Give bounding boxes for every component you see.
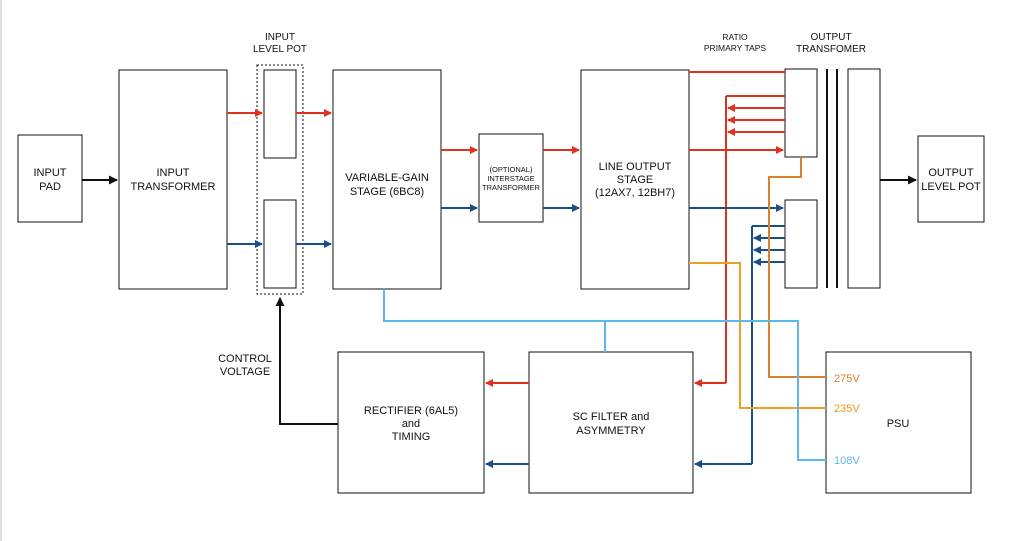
control-voltage-arrow: [275, 297, 338, 425]
rectifier-label-2: and: [402, 418, 420, 430]
psu-block: PSU 275V 235V 108V: [825, 351, 972, 494]
output-level-pot-block: OUTPUT LEVEL POT: [917, 135, 985, 223]
rectifier-label-3: TIMING: [392, 431, 431, 443]
variable-gain-label-2: STAGE (6BC8): [350, 186, 424, 198]
interstage-label-2: INTERSTAGE: [487, 174, 534, 183]
sc-filter-label-1: SC FILTER and: [573, 411, 650, 423]
ratio-taps-header-1: RATIO: [722, 32, 748, 42]
output-transformer-header-2: TRANSFOMER: [796, 44, 866, 55]
black-signal-wires: [82, 175, 917, 425]
input-level-pot-header-1: INPUT: [265, 32, 295, 43]
input-level-pot-header-2: LEVEL POT: [253, 44, 307, 55]
variable-gain-label-1: VARIABLE-GAIN: [345, 172, 429, 184]
sc-filter-label-2: ASYMMETRY: [576, 425, 646, 437]
line-output-label-3: (12AX7, 12BH7): [595, 187, 675, 199]
output-transformer-header-1: OUTPUT: [810, 32, 851, 43]
interstage-transformer-block: (OPTIONAL) INTERSTAGE TRANSFORMER: [478, 133, 544, 223]
input-pad-label-2: PAD: [39, 181, 61, 193]
control-voltage-label: CONTROL VOLTAGE: [218, 353, 272, 378]
supply-275v-wire: [768, 157, 826, 378]
ratio-taps-header-2: PRIMARY TAPS: [704, 43, 767, 53]
rectifier-label-1: RECTIFIER (6AL5): [364, 405, 458, 417]
output-level-pot-label-2: LEVEL POT: [921, 181, 981, 193]
output-transformer-secondary: [847, 68, 881, 289]
rectifier-timing-block: RECTIFIER (6AL5) and TIMING: [337, 351, 485, 494]
input-transformer-label-1: INPUT: [157, 167, 190, 179]
input-level-pot-lower: [263, 199, 297, 289]
input-pad-block: INPUT PAD: [17, 134, 83, 223]
output-transformer-lower-primary: [784, 199, 818, 289]
input-transformer-label-2: TRANSFORMER: [131, 181, 216, 193]
interstage-label-1: (OPTIONAL): [490, 165, 533, 174]
input-level-pot-group: INPUT LEVEL POT: [253, 32, 307, 295]
blue-signal-wires: [227, 204, 785, 468]
input-transformer-block: INPUT TRANSFORMER: [118, 69, 228, 290]
line-output-label-2: STAGE: [617, 174, 653, 186]
line-output-label-1: LINE OUTPUT: [599, 161, 672, 173]
control-voltage-label-2: VOLTAGE: [220, 366, 270, 378]
voltage-275-label: 275V: [834, 373, 860, 385]
control-voltage-label-1: CONTROL: [218, 353, 272, 365]
voltage-108-label: 108V: [834, 455, 860, 467]
supply-235v-wire: [689, 262, 826, 409]
red-signal-wires: [227, 71, 785, 387]
psu-label: PSU: [887, 418, 910, 430]
input-level-pot-upper: [263, 69, 297, 159]
power-supply-wires: [383, 157, 826, 461]
output-transformer-upper-primary: [784, 68, 818, 158]
interstage-label-3: TRANSFORMER: [482, 183, 541, 192]
output-level-pot-label-1: OUTPUT: [928, 167, 974, 179]
voltage-235-label: 235V: [834, 403, 860, 415]
input-level-pot-enclosure: [256, 64, 304, 295]
variable-gain-stage-block: VARIABLE-GAIN STAGE (6BC8): [332, 69, 442, 290]
supply-108v-wire: [383, 289, 826, 461]
output-transformer-group: RATIO PRIMARY TAPS OUTPUT TRANSFOMER: [704, 32, 881, 289]
input-pad-label-1: INPUT: [34, 167, 67, 179]
sc-filter-block: SC FILTER and ASYMMETRY: [528, 351, 694, 494]
line-output-stage-block: LINE OUTPUT STAGE (12AX7, 12BH7): [580, 69, 690, 290]
